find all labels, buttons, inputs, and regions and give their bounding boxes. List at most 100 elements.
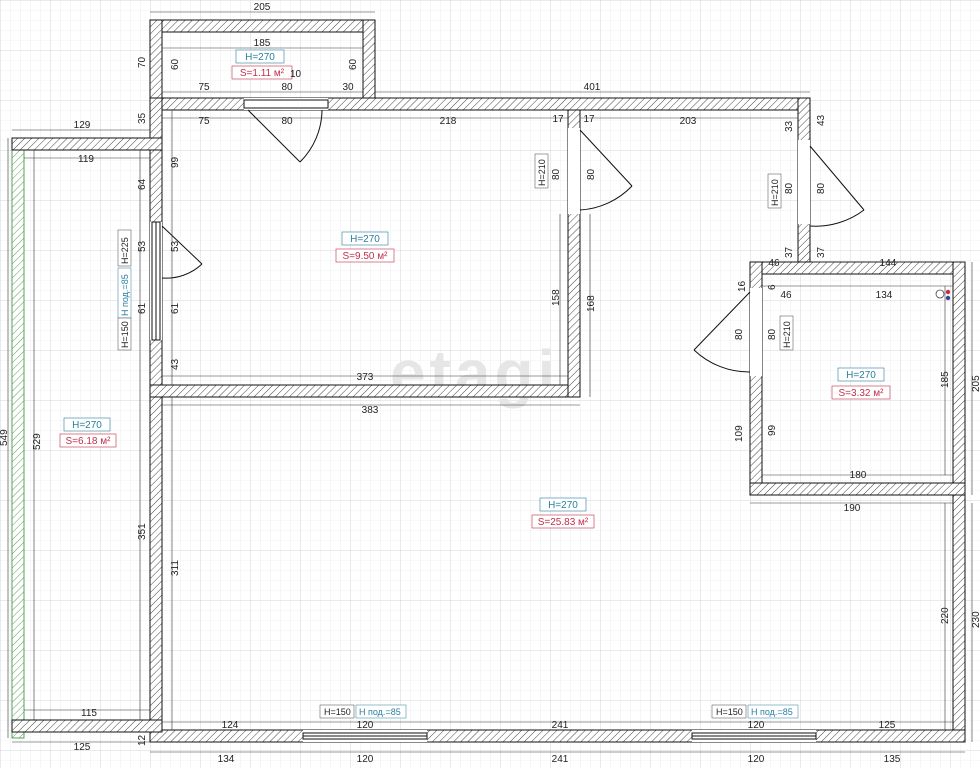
dim-label: 80: [767, 328, 778, 340]
dim-label: 205: [971, 375, 980, 392]
riser-symbols: [935, 289, 951, 301]
room-loggia: H=270 S=6.18 м²: [59, 417, 117, 448]
dim-label: 80: [784, 182, 795, 194]
dim-label: 60: [348, 58, 359, 70]
dim-label: 115: [81, 708, 97, 719]
dim-label: 190: [844, 503, 861, 514]
dim-label: 33: [784, 120, 795, 132]
dim-label: 80: [281, 82, 293, 93]
dim-label: 80: [551, 168, 562, 180]
room-small: H=270 S=3.32 м²: [831, 367, 891, 400]
dim-label: 401: [584, 82, 601, 93]
dim-label: 185: [940, 371, 951, 388]
dim-label: 99: [170, 156, 181, 168]
dim-label: 120: [748, 720, 765, 731]
dim-label: 80: [816, 182, 827, 194]
dim-label: 529: [32, 433, 43, 450]
watermark: etagi: [390, 337, 559, 409]
room-closet-height: H=270: [245, 52, 275, 63]
window-bottom-right-sill: H под.=85: [751, 707, 793, 717]
opening-labels: H=225 H под.=85 H=150 H=210 H=210 H=210 …: [117, 153, 799, 719]
dim-label: 185: [254, 38, 271, 49]
dim-label: 549: [0, 429, 10, 446]
dim-label: 203: [680, 116, 697, 127]
room-bedroom-area: S=9.50 м²: [343, 251, 389, 262]
dim-label: 125: [879, 720, 896, 731]
dim-label: 16: [737, 280, 748, 292]
dim-label: 75: [198, 116, 210, 127]
room-loggia-area: S=6.18 м²: [66, 436, 112, 447]
room-bedroom-height: H=270: [350, 234, 380, 245]
room-closet-area: S=1.11 м²: [240, 68, 285, 79]
window-frames: [151, 99, 817, 740]
dim-label: 134: [876, 290, 893, 301]
dim-label: 134: [218, 754, 235, 765]
dim-label: 220: [940, 607, 951, 624]
dim-label: 64: [137, 178, 148, 190]
door-small-height: H=210: [782, 321, 792, 348]
room-main: H=270 S=25.83 м²: [531, 497, 595, 529]
dim-label: 6: [767, 284, 778, 290]
dim-label: 168: [586, 295, 597, 312]
dim-label: 351: [137, 523, 148, 540]
room-small-area: S=3.32 м²: [839, 388, 885, 399]
room-bedroom: H=270 S=9.50 м²: [335, 231, 395, 263]
dim-label: 120: [748, 754, 765, 765]
dim-label: 70: [137, 56, 148, 68]
dimension-lines: [7, 11, 973, 753]
riser-blue-icon: [945, 295, 951, 301]
dim-label: 60: [170, 58, 181, 70]
dim-label: 17: [583, 114, 595, 125]
room-main-height: H=270: [548, 500, 578, 511]
dim-label: 37: [816, 246, 827, 258]
dim-label: 17: [552, 114, 564, 125]
dim-label: 230: [971, 611, 980, 628]
dim-label: 119: [78, 154, 94, 165]
dim-label: 373: [357, 372, 374, 383]
dim-label: 205: [254, 2, 271, 13]
dim-label: 311: [170, 560, 181, 576]
dim-label: 125: [74, 742, 91, 753]
window-bottom-left-height: H=150: [324, 707, 351, 717]
dim-label: 46: [780, 290, 792, 301]
dim-label: 124: [222, 720, 239, 731]
riser-red-icon: [945, 289, 951, 295]
dim-label: 120: [357, 754, 374, 765]
dim-label: 120: [357, 720, 374, 731]
dim-label: 135: [884, 754, 901, 765]
dim-label: 80: [586, 168, 597, 180]
dim-label: 46: [768, 258, 780, 269]
dim-label: 158: [551, 289, 562, 306]
dim-label: 10: [290, 69, 302, 80]
dim-label: 80: [734, 328, 745, 340]
dim-label: 241: [552, 720, 569, 731]
dim-label: 180: [850, 470, 867, 481]
dim-label: 80: [281, 116, 293, 127]
door-swings: [161, 109, 865, 373]
dim-label: 30: [342, 82, 354, 93]
dim-label: 383: [362, 405, 379, 416]
riser-circle-icon: [935, 289, 945, 299]
window-bottom-left-sill: H под.=85: [359, 707, 401, 717]
window-left-sill: H под.=85: [120, 274, 130, 316]
dim-label: 53: [170, 240, 181, 252]
room-main-area: S=25.83 м²: [538, 517, 589, 528]
door-right-height: H=210: [770, 179, 780, 206]
room-closet: H=270 S=1.11 м²: [231, 49, 293, 80]
dim-label: 35: [137, 112, 148, 124]
dim-label: 99: [767, 424, 778, 436]
dim-label: 109: [734, 425, 745, 442]
dim-label: 43: [170, 358, 181, 370]
dim-label: 241: [552, 754, 569, 765]
door-left-height: H=225: [120, 237, 130, 264]
dim-label: 53: [137, 240, 148, 252]
dim-label: 43: [816, 114, 827, 126]
dim-label: 218: [440, 116, 457, 127]
room-small-height: H=270: [846, 370, 876, 381]
window-left-height: H=150: [120, 321, 130, 348]
window-bottom-right-height: H=150: [716, 707, 743, 717]
dim-label: 61: [137, 302, 148, 314]
